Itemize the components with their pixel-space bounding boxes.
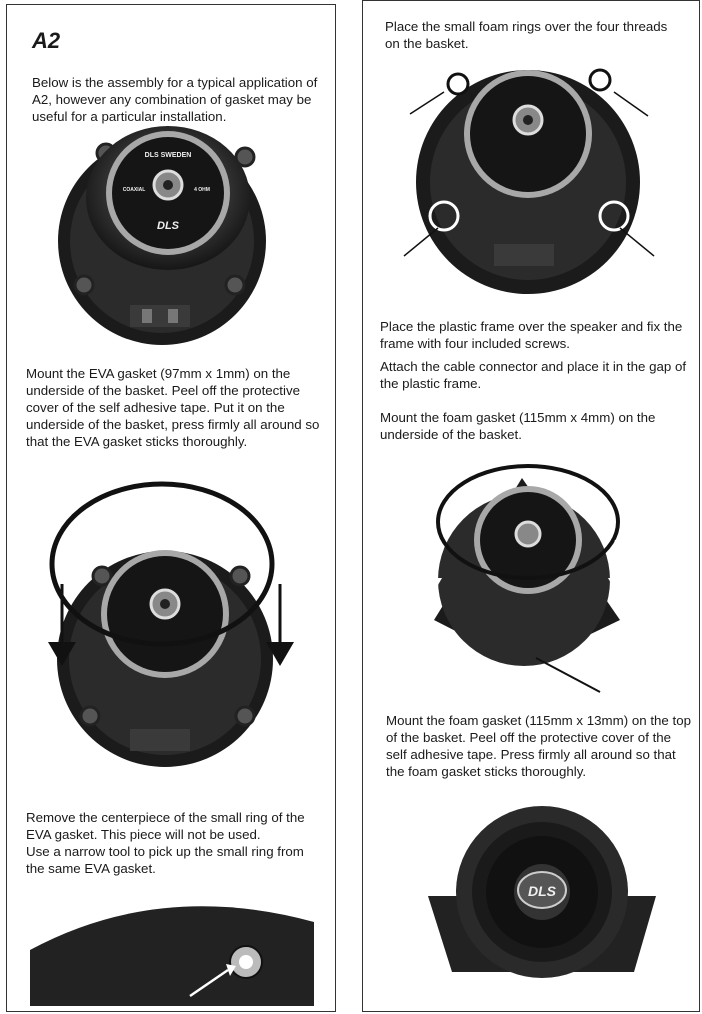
label-logo-text: DLS [157, 220, 180, 232]
foam-gasket-4mm-step-text: Mount the foam gasket (115mm x 4mm) on t… [380, 410, 656, 442]
remove-centerpiece-text: Remove the centerpiece of the small ring… [26, 810, 305, 842]
eva-gasket-step-text: Mount the EVA gasket (97mm x 1mm) on the… [26, 366, 320, 449]
cable-connector-step-text: Attach the cable connector and place it … [380, 359, 687, 391]
finished-speaker-photo: DLS [428, 806, 656, 978]
finished-speaker-logo: DLS [528, 883, 557, 899]
pick-small-ring-text: Use a narrow tool to pick up the small r… [26, 844, 304, 876]
model-title: A2 [32, 28, 61, 53]
eva-gasket-closeup-photo [30, 906, 314, 1006]
foam-gasket-13mm-step-text: Mount the foam gasket (115mm x 13mm) on … [386, 713, 691, 779]
eva-gasket-mounting-photo [48, 481, 294, 767]
speaker-underside-photo: DLS SWEDEN DLS COAXIAL 4 OHM [58, 126, 266, 345]
foam-rings-step-text: Place the small foam rings over the four… [385, 19, 668, 51]
label-brand-text: DLS SWEDEN [145, 152, 192, 159]
intro-text: Below is the assembly for a typical appl… [32, 75, 318, 124]
foam-rings-photo [403, 68, 655, 294]
label-spec-left: COAXIAL [123, 187, 146, 193]
label-spec-right: 4 OHM [194, 187, 210, 193]
plastic-frame-step-text: Place the plastic frame over the speaker… [380, 319, 683, 351]
foam-gasket-underside-photo [426, 464, 624, 693]
